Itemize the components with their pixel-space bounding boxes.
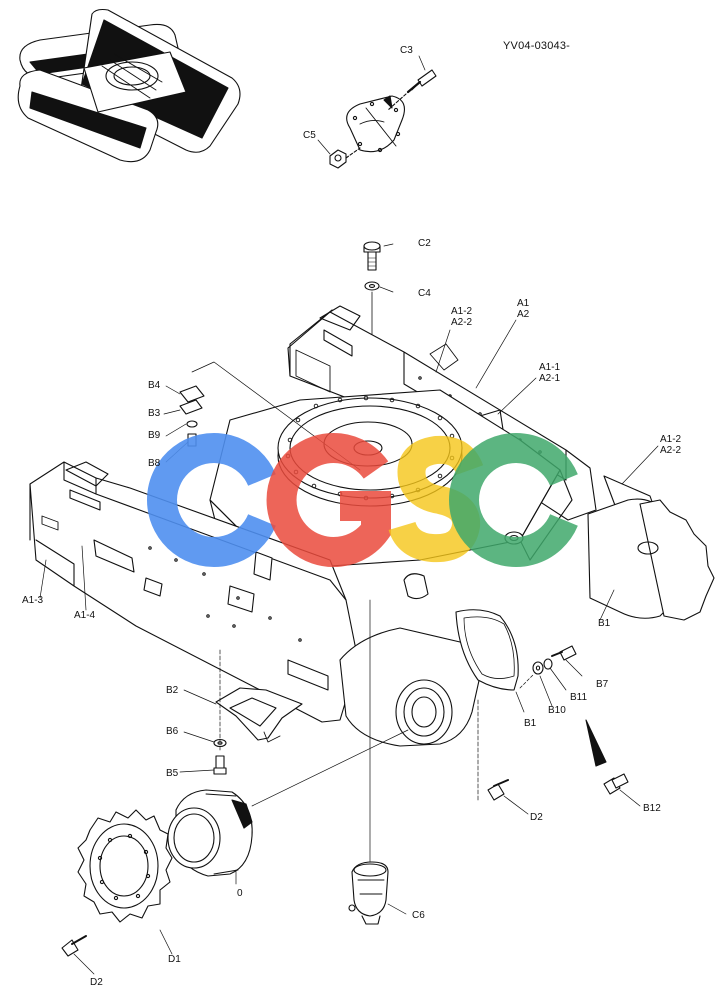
bolt-b5-icon	[213, 755, 227, 775]
callout-b7: B7	[596, 679, 609, 690]
callout-a1: A1	[517, 298, 530, 309]
callout-c2: C2	[418, 238, 431, 249]
washer-c4-icon	[364, 281, 380, 291]
callout-c6: C6	[412, 910, 425, 921]
motor-housing	[339, 627, 481, 747]
travel-motor	[167, 789, 253, 877]
callout-a1-3: A1-3	[22, 595, 44, 606]
callout-c4: C4	[418, 288, 431, 299]
callout-a1-1-a2-1: A1-1 A2-1	[539, 362, 560, 384]
undercarriage-thumbnail-icon	[17, 8, 241, 163]
callout-a1-2-a2-2-right: A1-2 A2-2	[660, 434, 681, 456]
washer-b10-icon	[532, 661, 544, 675]
callout-b1-right: B1	[598, 618, 611, 629]
callout-a1-4: A1-4	[74, 610, 96, 621]
plate-b4-icon	[179, 385, 205, 403]
bolt-b12-icon	[603, 773, 629, 795]
washer-b9-icon	[186, 420, 198, 428]
nut-c5-icon	[329, 149, 347, 169]
callout-a1-2-top: A1-2	[451, 306, 473, 317]
bracket-b2-icon	[215, 687, 303, 743]
callout-b6: B6	[166, 726, 179, 737]
callout-d1: D1	[168, 954, 181, 965]
callout-b5: B5	[166, 768, 179, 779]
callout-c3: C3	[400, 45, 413, 56]
callout-a2-1: A2-1	[539, 373, 561, 384]
callout-b4: B4	[148, 380, 161, 391]
right-sprocket	[587, 498, 715, 621]
left-track-frame	[29, 461, 359, 723]
swing-mount-detail	[346, 95, 405, 153]
callout-a1-a2: A1 A2	[517, 298, 529, 320]
plate-b3-icon	[179, 399, 203, 415]
callout-a1-2-right: A1-2	[660, 434, 682, 445]
bolt-b7-icon	[551, 645, 577, 661]
bolt-c3-icon	[406, 69, 437, 94]
callout-d2-left: D2	[90, 977, 103, 988]
document-id: YV04-03043-	[503, 40, 571, 52]
callout-a1-2-a2-2-top: A1-2 A2-2	[451, 306, 472, 328]
callout-b3: B3	[148, 408, 161, 419]
callout-a2: A2	[517, 309, 530, 320]
callout-c5: C5	[303, 130, 316, 141]
callout-b12: B12	[643, 803, 661, 814]
direction-arrow-icon	[585, 719, 607, 767]
callout-b11: B11	[570, 692, 588, 703]
cover-plate-b1	[455, 609, 519, 691]
callout-b2: B2	[166, 685, 179, 696]
callout-motor-0: 0	[237, 888, 243, 899]
callout-a2-2-right: A2-2	[660, 445, 682, 456]
callout-a2-2-top: A2-2	[451, 317, 473, 328]
bolt-c2-icon	[363, 241, 381, 271]
sprocket-d1	[77, 809, 173, 923]
callout-b9: B9	[148, 430, 161, 441]
bolt-d2-right-icon	[487, 779, 509, 801]
callout-a1-1: A1-1	[539, 362, 561, 373]
callout-b10: B10	[548, 705, 566, 716]
callout-b1-lower: B1	[524, 718, 537, 729]
callout-b8: B8	[148, 458, 161, 469]
callout-d2-right: D2	[530, 812, 543, 823]
bolt-d2-left-icon	[61, 935, 87, 957]
cgsc-watermark-logo	[147, 433, 578, 567]
washer-b11-icon	[543, 658, 553, 670]
swivel-joint-c6	[348, 861, 389, 925]
